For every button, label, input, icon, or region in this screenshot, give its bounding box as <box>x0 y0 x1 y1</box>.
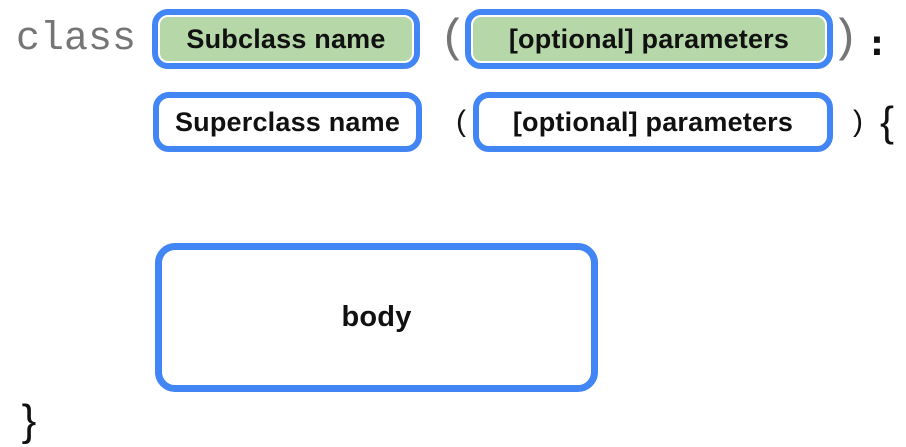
open-paren-line1: ( <box>439 13 467 65</box>
close-paren-line2: ) <box>853 105 863 138</box>
superclass-parameters-box: [optional] parameters <box>473 92 833 152</box>
body-box: body <box>155 243 598 392</box>
superclass-parameters-label: [optional] parameters <box>512 106 794 137</box>
subclass-name-box: Subclass name <box>152 9 420 69</box>
subclass-parameters-label: [optional] parameters <box>508 23 790 54</box>
subclass-name-label: Subclass name <box>186 23 386 54</box>
keyword-class: class <box>16 16 137 62</box>
open-brace: { <box>879 98 895 145</box>
superclass-name-box: Superclass name <box>153 92 422 152</box>
colon-separator: : <box>866 22 888 64</box>
close-brace: } <box>21 396 37 445</box>
subclass-parameters-box: [optional] parameters <box>465 9 833 69</box>
open-paren-line2: ( <box>456 105 466 138</box>
close-paren-line1: ) <box>831 13 859 65</box>
body-label: body <box>341 301 412 333</box>
superclass-name-label: Superclass name <box>174 106 401 137</box>
